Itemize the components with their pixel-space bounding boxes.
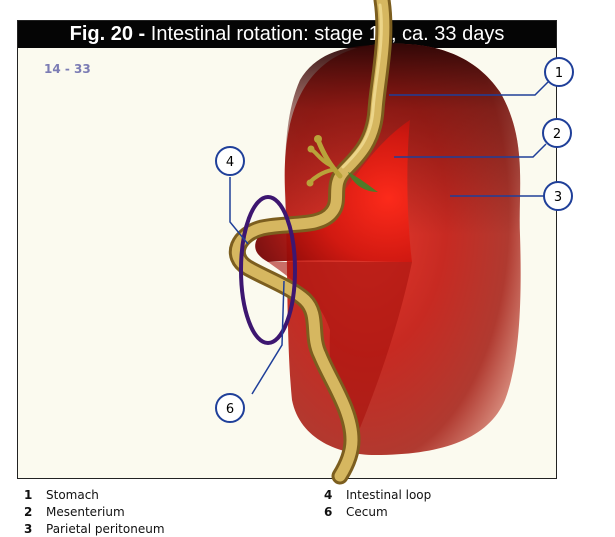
callout-3-label: 3 bbox=[554, 190, 562, 205]
legend-label: Stomach bbox=[46, 488, 99, 502]
callout-1: 1 bbox=[545, 58, 573, 86]
legend-number: 6 bbox=[324, 504, 346, 520]
legend-number: 3 bbox=[24, 521, 46, 537]
callout-3: 3 bbox=[544, 182, 572, 210]
callout-4: 4 bbox=[216, 147, 244, 175]
legend-label: Cecum bbox=[346, 505, 388, 519]
callout-6-label: 6 bbox=[226, 402, 234, 417]
legend-label: Intestinal loop bbox=[346, 488, 431, 502]
callout-6: 6 bbox=[216, 394, 244, 422]
callout-2: 2 bbox=[543, 119, 571, 147]
legend-label: Mesenterium bbox=[46, 505, 125, 519]
legend-number: 1 bbox=[24, 487, 46, 503]
legend-label: Parietal peritoneum bbox=[46, 522, 165, 536]
legend-number: 2 bbox=[24, 504, 46, 520]
callout-2-label: 2 bbox=[553, 127, 561, 142]
callout-1-label: 1 bbox=[555, 66, 563, 81]
legend-number: 4 bbox=[324, 487, 346, 503]
callout-4-label: 4 bbox=[226, 155, 234, 170]
